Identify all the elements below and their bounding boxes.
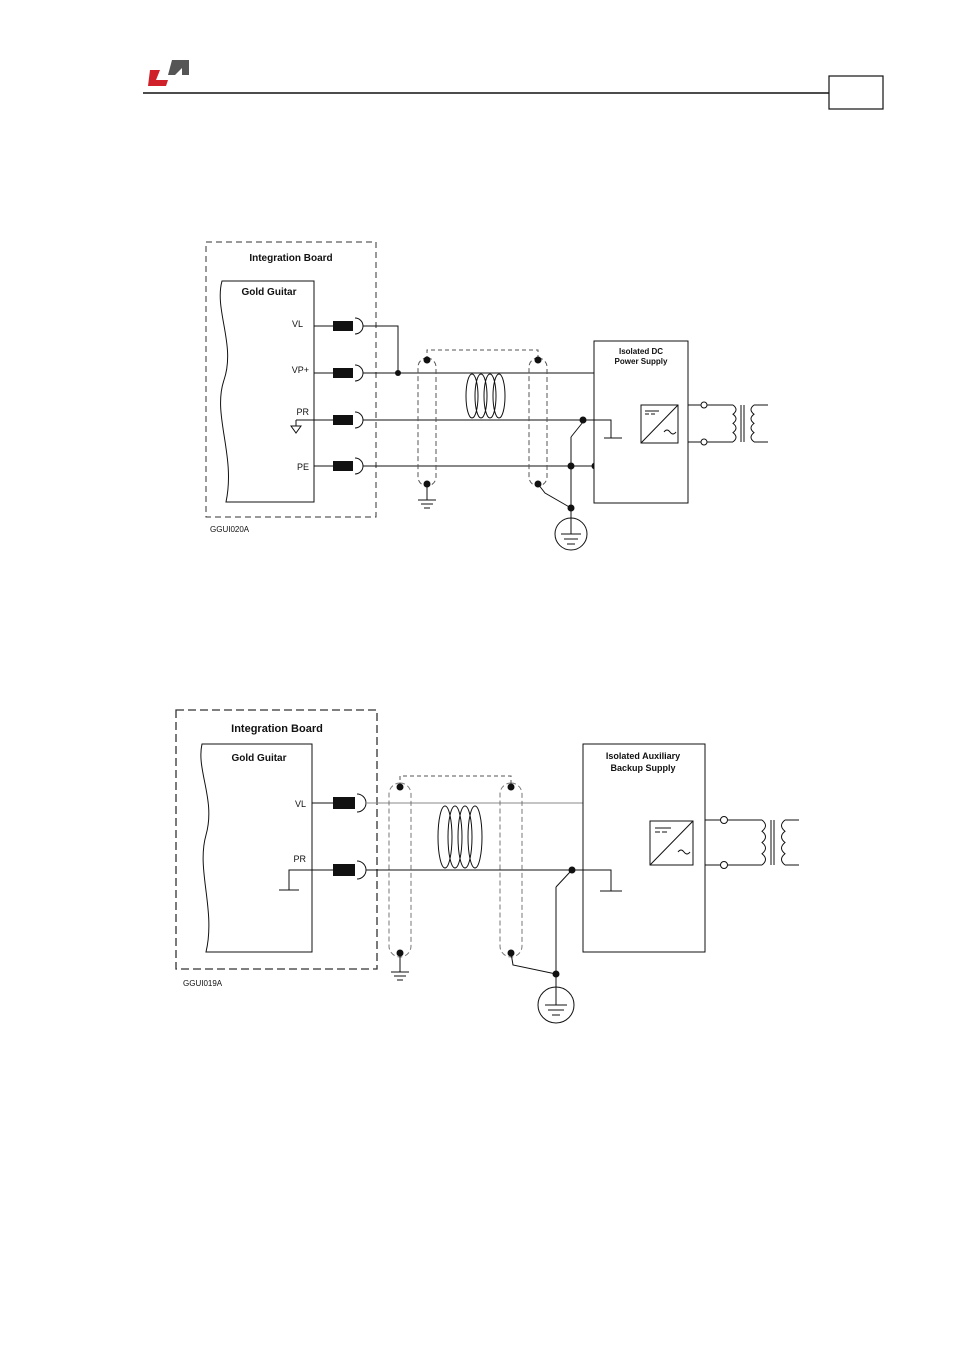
page-number-box <box>829 76 883 109</box>
signal-ground-icon <box>291 426 301 433</box>
twisted-pair-icon <box>466 374 505 418</box>
twisted-pair-icon <box>438 806 482 868</box>
connector-vl <box>312 794 366 812</box>
pin-label-vp-plus: VP+ <box>292 365 309 375</box>
pin-label-pe: PE <box>297 462 309 472</box>
cable-shield <box>418 350 547 488</box>
chassis-ground-icon <box>391 953 409 980</box>
gold-guitar-title: Gold Guitar <box>242 287 297 298</box>
header <box>143 60 883 109</box>
connector-pr <box>279 861 366 890</box>
connector-vp-plus <box>314 365 363 381</box>
connector-vl <box>314 318 363 334</box>
transformer-icon <box>705 817 799 869</box>
supply-title-line1: Isolated DC <box>619 347 663 356</box>
supply-title-line2: Power Supply <box>615 357 668 366</box>
pin-label-vl: VL <box>292 319 303 329</box>
company-logo <box>148 60 189 86</box>
integration-board-title: Integration Board <box>249 253 332 264</box>
figure-code: GGUI019A <box>183 979 223 988</box>
connector-pe <box>314 458 363 474</box>
diagram-1: Integration Board Gold Guitar VL VP+ PR … <box>206 242 768 550</box>
supply-title-line2: Backup Supply <box>610 763 675 773</box>
gold-guitar-box <box>201 744 312 952</box>
chassis-ground-icon <box>418 484 436 508</box>
transformer-icon <box>688 402 768 445</box>
integration-board-box <box>176 710 377 969</box>
integration-board-title: Integration Board <box>231 723 323 735</box>
figure-code: GGUI020A <box>210 525 250 534</box>
earth-ground-icon <box>538 987 574 1023</box>
pin-label-vl: VL <box>295 799 306 809</box>
diagram-2: Integration Board Gold Guitar VL PR <box>176 710 799 1023</box>
integration-board-box <box>206 242 376 517</box>
earth-ground-icon <box>555 518 587 550</box>
pin-label-pr: PR <box>293 854 306 864</box>
isolated-auxiliary-backup-supply <box>583 744 705 952</box>
gold-guitar-title: Gold Guitar <box>232 753 287 764</box>
pin-label-pr: PR <box>296 407 309 417</box>
supply-title-line1: Isolated Auxiliary <box>606 751 680 761</box>
